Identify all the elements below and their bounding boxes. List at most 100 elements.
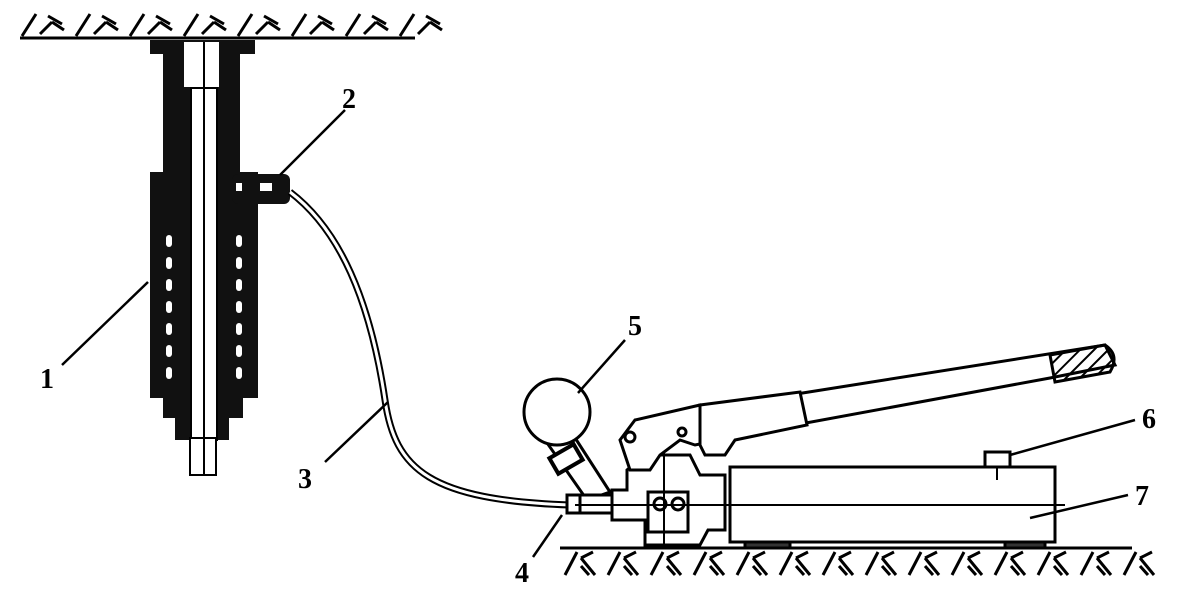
hatch-stroke (579, 557, 597, 576)
hatch-stroke (200, 20, 216, 36)
hatch-stroke (254, 20, 270, 36)
hatch-stroke (321, 20, 335, 32)
hatch-stroke (666, 550, 680, 560)
hatch-stroke (838, 550, 852, 560)
hatch-stroke (751, 565, 763, 576)
hatch-stroke (146, 20, 162, 36)
hydraulic-cylinder (150, 40, 258, 476)
label-6: 6 (1142, 404, 1156, 435)
hatch-stroke (1138, 557, 1156, 576)
leader-lines (61, 109, 1136, 558)
hatch-stroke (429, 20, 443, 32)
hatch-stroke (74, 13, 92, 37)
cylinder-fitting (232, 174, 290, 204)
hatch-stroke (795, 550, 809, 560)
hatch-stroke (751, 557, 769, 576)
hatch-stroke (794, 565, 806, 576)
hatch-stroke (1095, 565, 1107, 576)
hatch-stroke (649, 551, 665, 576)
spring-coil (166, 279, 172, 291)
hatch-stroke (950, 551, 966, 576)
spring-coil (236, 367, 242, 379)
floor-ground-symbol (560, 546, 1156, 576)
spring-coil (166, 235, 172, 247)
hatch-stroke (1096, 550, 1110, 560)
hatch-stroke (967, 550, 981, 560)
hatch-stroke (267, 20, 281, 32)
hatch-stroke (837, 565, 849, 576)
hatch-stroke (623, 550, 637, 560)
hatch-stroke (880, 565, 892, 576)
hatch-stroke (182, 13, 200, 37)
hatch-stroke (1095, 557, 1113, 576)
label-3: 3 (298, 464, 312, 495)
hatch-stroke (606, 551, 622, 576)
hatch-stroke (1122, 551, 1138, 576)
hatch-stroke (923, 557, 941, 576)
hatch-stroke (881, 550, 895, 560)
hatch-stroke (1139, 550, 1153, 560)
filler-cap (983, 450, 1012, 469)
hatch-stroke (209, 14, 225, 26)
hatch-stroke (371, 14, 387, 26)
pressure-gauge (522, 377, 592, 447)
label-1: 1 (40, 364, 54, 395)
spring-coil (166, 257, 172, 269)
hatch-stroke (563, 551, 579, 576)
hatch-stroke (1138, 565, 1150, 576)
hatch-stroke (213, 20, 227, 32)
hatch-stroke (290, 13, 308, 37)
hatch-stroke (159, 20, 173, 32)
hatch-stroke (923, 565, 935, 576)
spring-coil (236, 235, 242, 247)
hatch-stroke (362, 20, 378, 36)
hatch-stroke (1052, 565, 1064, 576)
hatch-stroke (155, 14, 171, 26)
label-4: 4 (515, 558, 529, 589)
label-7: 7 (1135, 481, 1149, 512)
hatch-stroke (880, 557, 898, 576)
label-5: 5 (628, 311, 642, 342)
hatch-stroke (1036, 551, 1052, 576)
hatch-stroke (38, 20, 54, 36)
spring-coil (236, 279, 242, 291)
spring-coil (236, 257, 242, 269)
hatch-stroke (105, 20, 119, 32)
hatch-stroke (692, 551, 708, 576)
hatch-stroke (128, 13, 146, 37)
hatch-stroke (416, 20, 432, 36)
hatch-stroke (1079, 551, 1095, 576)
hatch-stroke (665, 565, 677, 576)
hatch-stroke (735, 551, 751, 576)
hatch-stroke (579, 565, 591, 576)
hatch-stroke (708, 565, 720, 576)
hatch-stroke (821, 551, 837, 576)
hatch-stroke (708, 557, 726, 576)
hatch-stroke (47, 14, 63, 26)
hatch-stroke (92, 20, 108, 36)
hatch-stroke (1010, 550, 1024, 560)
hatch-stroke (375, 20, 389, 32)
hatch-stroke (864, 551, 880, 576)
hatch-stroke (924, 550, 938, 560)
hatch-stroke (236, 13, 254, 37)
hatch-stroke (344, 13, 362, 37)
hatch-stroke (794, 557, 812, 576)
spring-coil (236, 345, 242, 357)
hatch-stroke (665, 557, 683, 576)
hatch-stroke (907, 551, 923, 576)
hatch-stroke (1052, 557, 1070, 576)
hatch-stroke (398, 13, 416, 37)
hatch-stroke (1053, 550, 1067, 560)
hatch-stroke (622, 557, 640, 576)
spring-coil (166, 367, 172, 379)
label-2: 2 (342, 84, 356, 115)
spring-coil (236, 301, 242, 313)
hatch-stroke (308, 20, 324, 36)
hatch-stroke (966, 565, 978, 576)
spring-coil (166, 301, 172, 313)
hatch-stroke (425, 14, 441, 26)
hatch-stroke (51, 20, 65, 32)
